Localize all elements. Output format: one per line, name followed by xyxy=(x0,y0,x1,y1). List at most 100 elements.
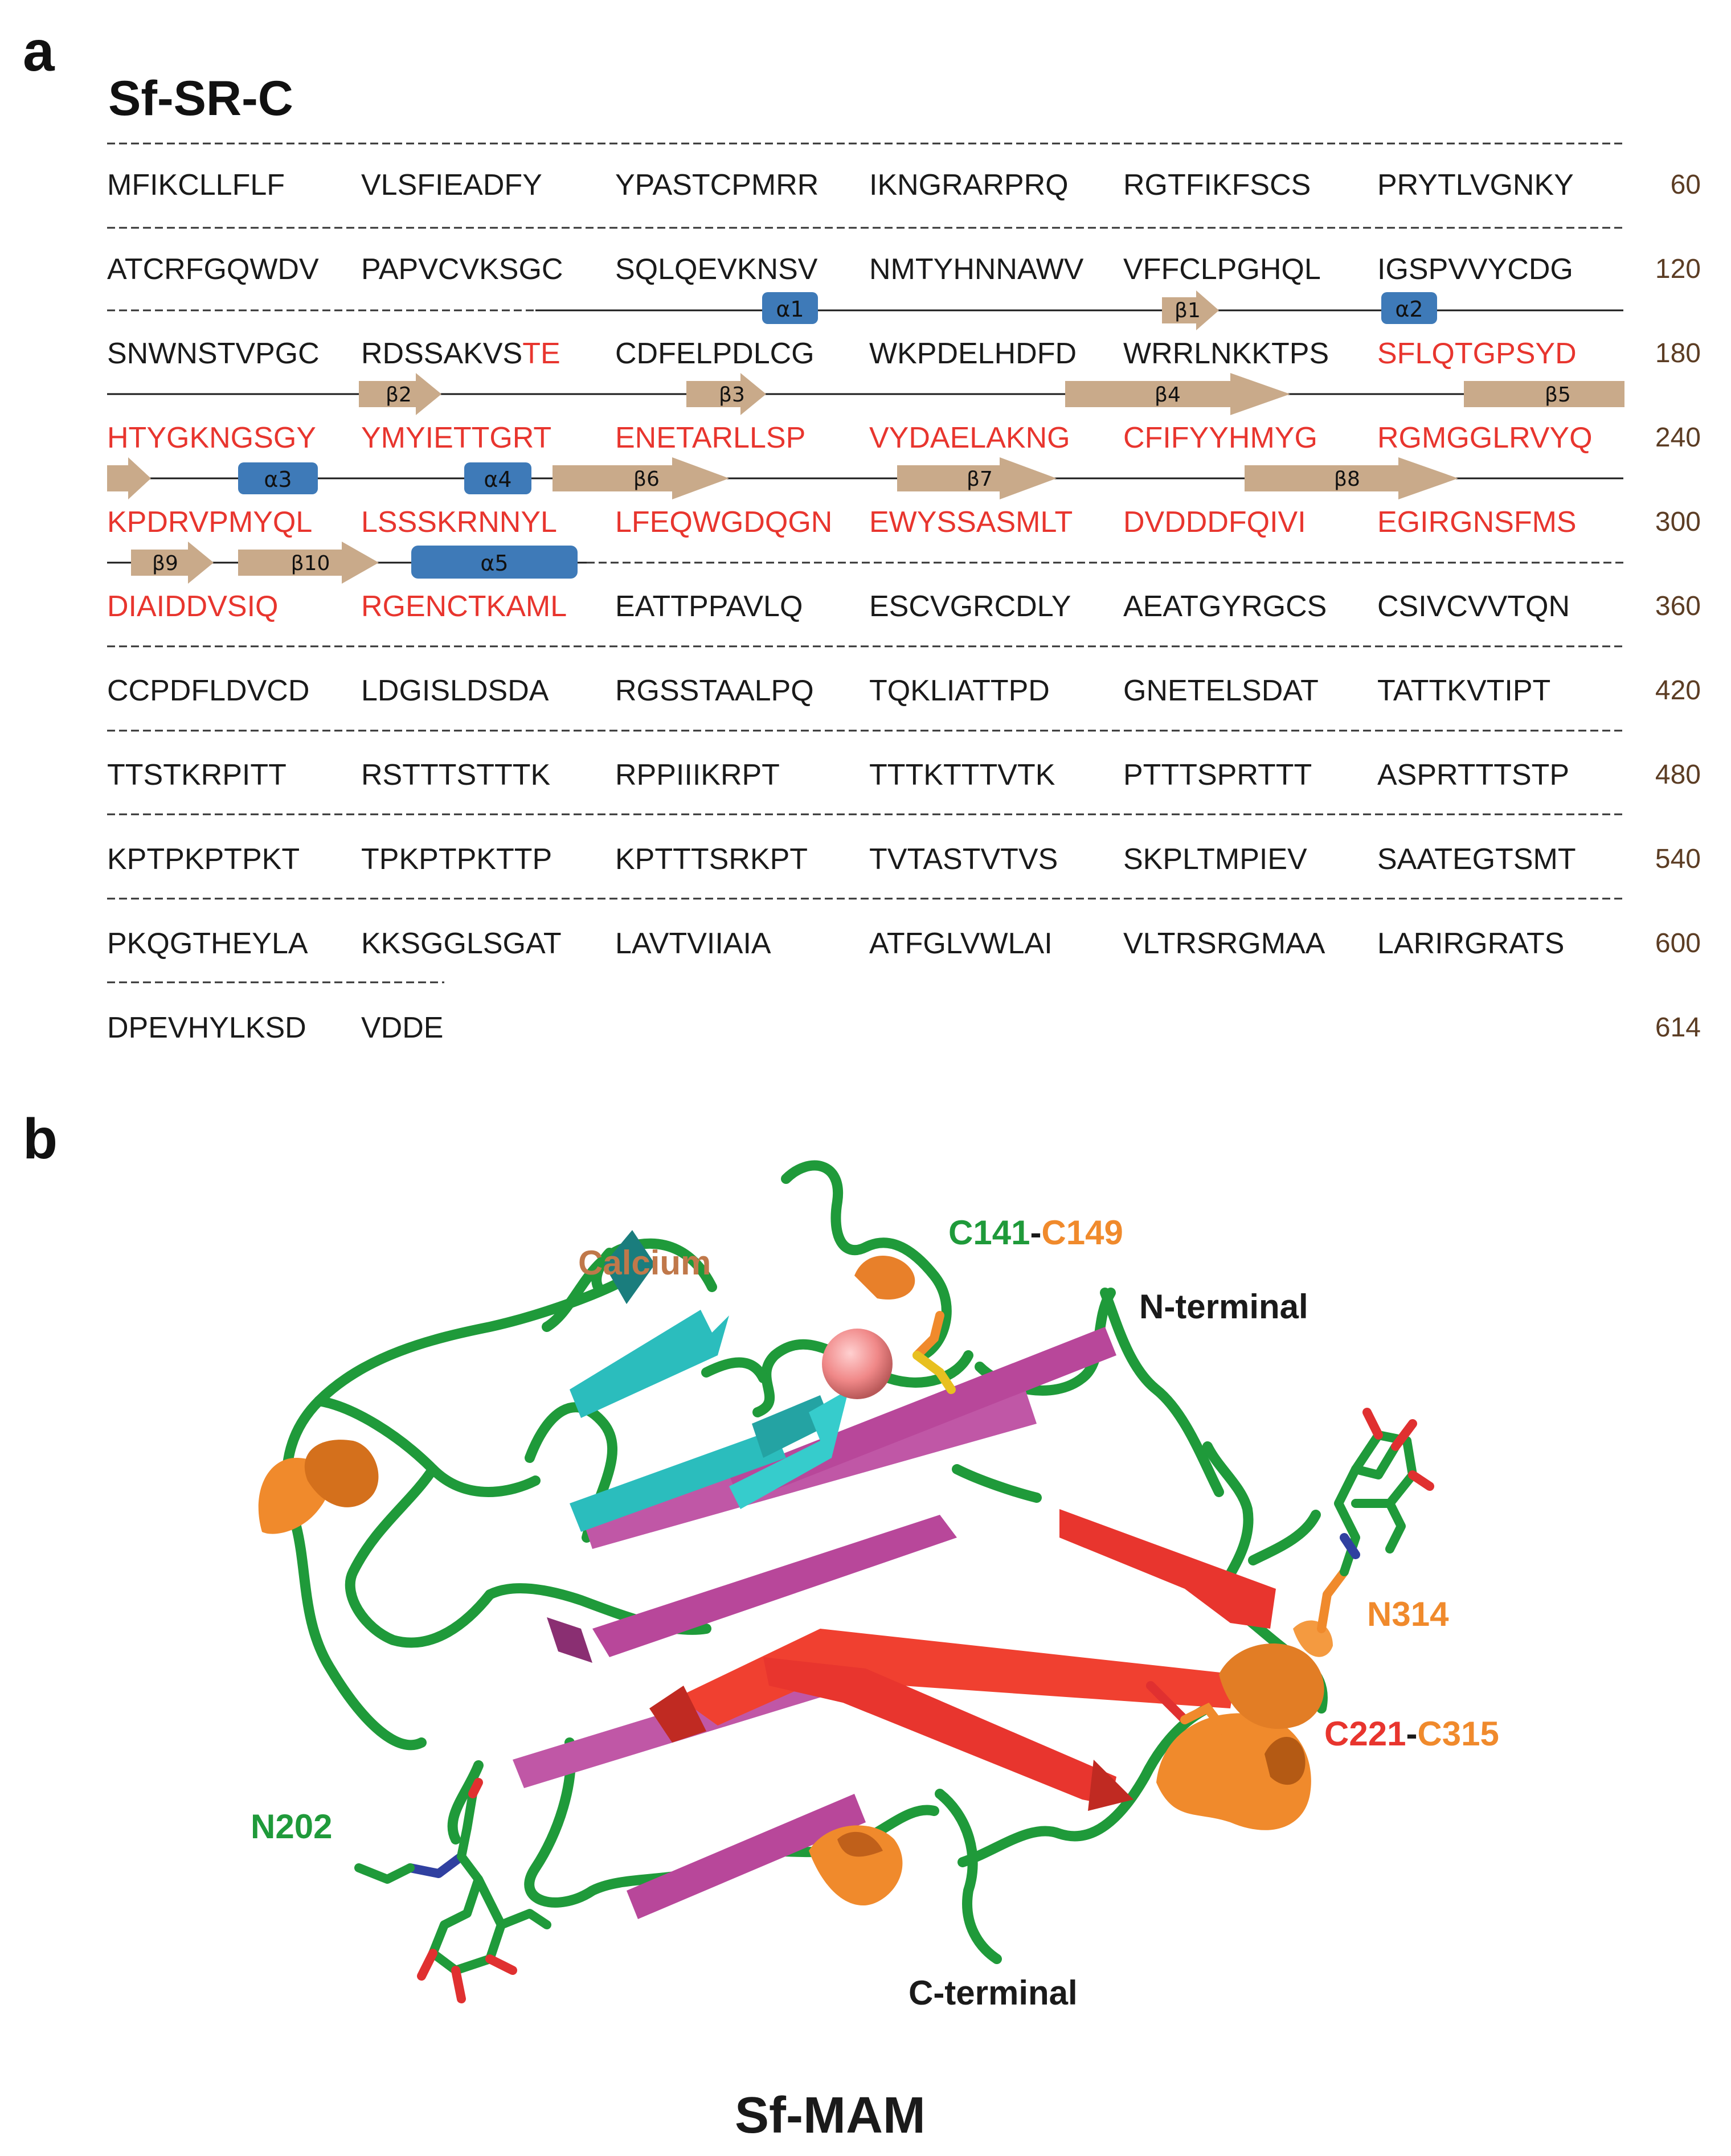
sequence-block: CDFELPDLCG xyxy=(615,337,815,370)
helix-a3-label: α3 xyxy=(264,467,292,492)
sequence-block: RDSSAKVSTE xyxy=(361,337,560,370)
helix-a1 xyxy=(762,292,818,324)
sequence-block: PRYTLVGNKY xyxy=(1377,169,1574,202)
sequence-block: LARIRGRATS xyxy=(1377,927,1565,960)
sequence-block: SFLQTGPSYD xyxy=(1377,337,1577,370)
sequence-block: SKPLTMPIEV xyxy=(1123,843,1307,876)
sequence-block: KPDRVPMYQL xyxy=(107,506,313,539)
sequence-block: IGSPVVYCDG xyxy=(1377,253,1573,286)
strand-b7 xyxy=(897,457,1057,499)
sequence-block: ASPRTTTSTP xyxy=(1377,759,1570,792)
sequence-position-number: 240 xyxy=(1655,423,1701,453)
sequence-position-number: 600 xyxy=(1655,928,1701,958)
dash-label: - xyxy=(1030,1214,1042,1252)
strand-b5-label: β5 xyxy=(1545,383,1571,407)
strand-b4-label: β4 xyxy=(1155,383,1181,407)
sequence-position-number: 60 xyxy=(1670,170,1701,200)
sequence-block: LFEQWGDQGN xyxy=(615,506,833,539)
sequence-block: ESCVGRCDLY xyxy=(869,590,1071,623)
sequence-position-number: 480 xyxy=(1655,760,1701,790)
calcium-label: Calcium xyxy=(578,1244,711,1282)
sequence-block-red-part: TE xyxy=(522,337,560,370)
calcium-ion xyxy=(822,1329,893,1399)
sequence-block: RPPIIIKRPT xyxy=(615,759,780,792)
sequence-position-number: 420 xyxy=(1655,675,1701,706)
glycan-n314 xyxy=(1317,1408,1434,1633)
strand-b6-label: β6 xyxy=(633,468,660,491)
strand-b3 xyxy=(686,373,766,415)
sequence-position-number: 614 xyxy=(1655,1013,1701,1043)
c-terminal-label: C-terminal xyxy=(909,1974,1078,2012)
helix-a4 xyxy=(464,462,531,494)
sequence-block: NMTYHNNAWV xyxy=(869,253,1084,286)
sequence-block: CFIFYYHMYG xyxy=(1123,421,1317,454)
sequence-position-number: 360 xyxy=(1655,591,1701,621)
c221-label: C221 xyxy=(1324,1715,1406,1753)
sequence-block: TVTASTVTVS xyxy=(869,843,1058,876)
strand-b10-label: β10 xyxy=(291,552,330,575)
sequence-block: RGENCTKAML xyxy=(361,590,567,623)
strand-b9 xyxy=(131,542,214,584)
helix-a1-label: α1 xyxy=(776,297,804,322)
helix-a5 xyxy=(411,546,578,579)
structure-title: Sf-MAM xyxy=(735,2087,926,2144)
c141-label: C141 xyxy=(948,1214,1030,1252)
sequence-block: EWYSSASMLT xyxy=(869,506,1073,539)
disulfide-c141-c149 xyxy=(912,1311,956,1394)
sequence-row: KPDRVPMYQL LSSSKRNNYL LFEQWGDQGN EWYSSASMLT… xyxy=(107,505,1731,539)
helix-a3 xyxy=(238,462,318,494)
strand-b5 xyxy=(1464,381,1624,407)
sequence-block: SQLQEVKNSV xyxy=(615,253,818,286)
panel-b-letter: b xyxy=(23,1107,58,1171)
sequence-block: YMYIETTGRT xyxy=(361,421,552,454)
sequence-block: RGTFIKFSCS xyxy=(1123,169,1311,202)
helix-a5-label: α5 xyxy=(480,551,508,576)
sequence-block: VLSFIEADFY xyxy=(361,169,542,202)
sequence-block: RSTTTSTTTK xyxy=(361,759,551,792)
strand-b8 xyxy=(1245,457,1458,499)
n-terminal-label: N-terminal xyxy=(1139,1288,1308,1326)
sequence-block: LSSSKRNNYL xyxy=(361,506,557,539)
row-separators xyxy=(107,142,1623,983)
sequence-block: TQKLIATTPD xyxy=(869,674,1050,707)
sequence-block: RGMGGLRVYQ xyxy=(1377,421,1593,454)
sequence-block: SAATEGTSMT xyxy=(1377,843,1576,876)
sequence-block: ENETARLLSP xyxy=(615,421,806,454)
beta-sheet-cyan xyxy=(570,1230,849,1532)
sequence-block: LDGISLDSDA xyxy=(361,674,549,707)
strand-b6 xyxy=(553,457,729,499)
sequence-block: ATCRFGQWDV xyxy=(107,253,319,286)
n202-label: N202 xyxy=(251,1807,333,1846)
sequence-block: MFIKCLLFLF xyxy=(107,169,285,202)
helix-a2-label: α2 xyxy=(1395,297,1423,322)
sequence-block: DPEVHYLKSD xyxy=(107,1011,306,1044)
loop-coils xyxy=(281,1160,1328,1964)
strand-b2 xyxy=(359,373,441,415)
strand-b8-label: β8 xyxy=(1334,468,1360,491)
sequence-block: KKSGGLSGAT xyxy=(361,927,562,960)
strand-b5-end xyxy=(107,457,151,499)
helix-a4-label: α4 xyxy=(484,467,511,492)
disulfide-label-bottom: C221-C315 xyxy=(1324,1717,1499,1751)
secondary-structure-track: α1 β1 α2 β2 β3 β4 β5 α3 α4 β6 β7 β8 β9 β… xyxy=(107,142,1624,983)
sequence-block: TTSTKRPITT xyxy=(107,759,287,792)
sequence-block: GNETELSDAT xyxy=(1123,674,1319,707)
sequence-block: VDDE xyxy=(361,1011,444,1044)
panel-a-letter: a xyxy=(23,19,55,83)
c315-label: C315 xyxy=(1417,1715,1499,1753)
sequence-position-number: 300 xyxy=(1655,507,1701,537)
sequence-block: CSIVCVVTQN xyxy=(1377,590,1570,623)
sequence-block: TPKPTPKTTP xyxy=(361,843,553,876)
sequence-block: TATTKVTIPT xyxy=(1377,674,1551,707)
sequence-block: KPTTTSRKPT xyxy=(615,843,808,876)
sequence-block: TTTKTTTVTK xyxy=(869,759,1055,792)
sequence-block: WKPDELHDFD xyxy=(869,337,1077,370)
sequence-block: PTTTSPRTTT xyxy=(1123,759,1312,792)
sequence-block: EGIRGNSFMS xyxy=(1377,506,1577,539)
